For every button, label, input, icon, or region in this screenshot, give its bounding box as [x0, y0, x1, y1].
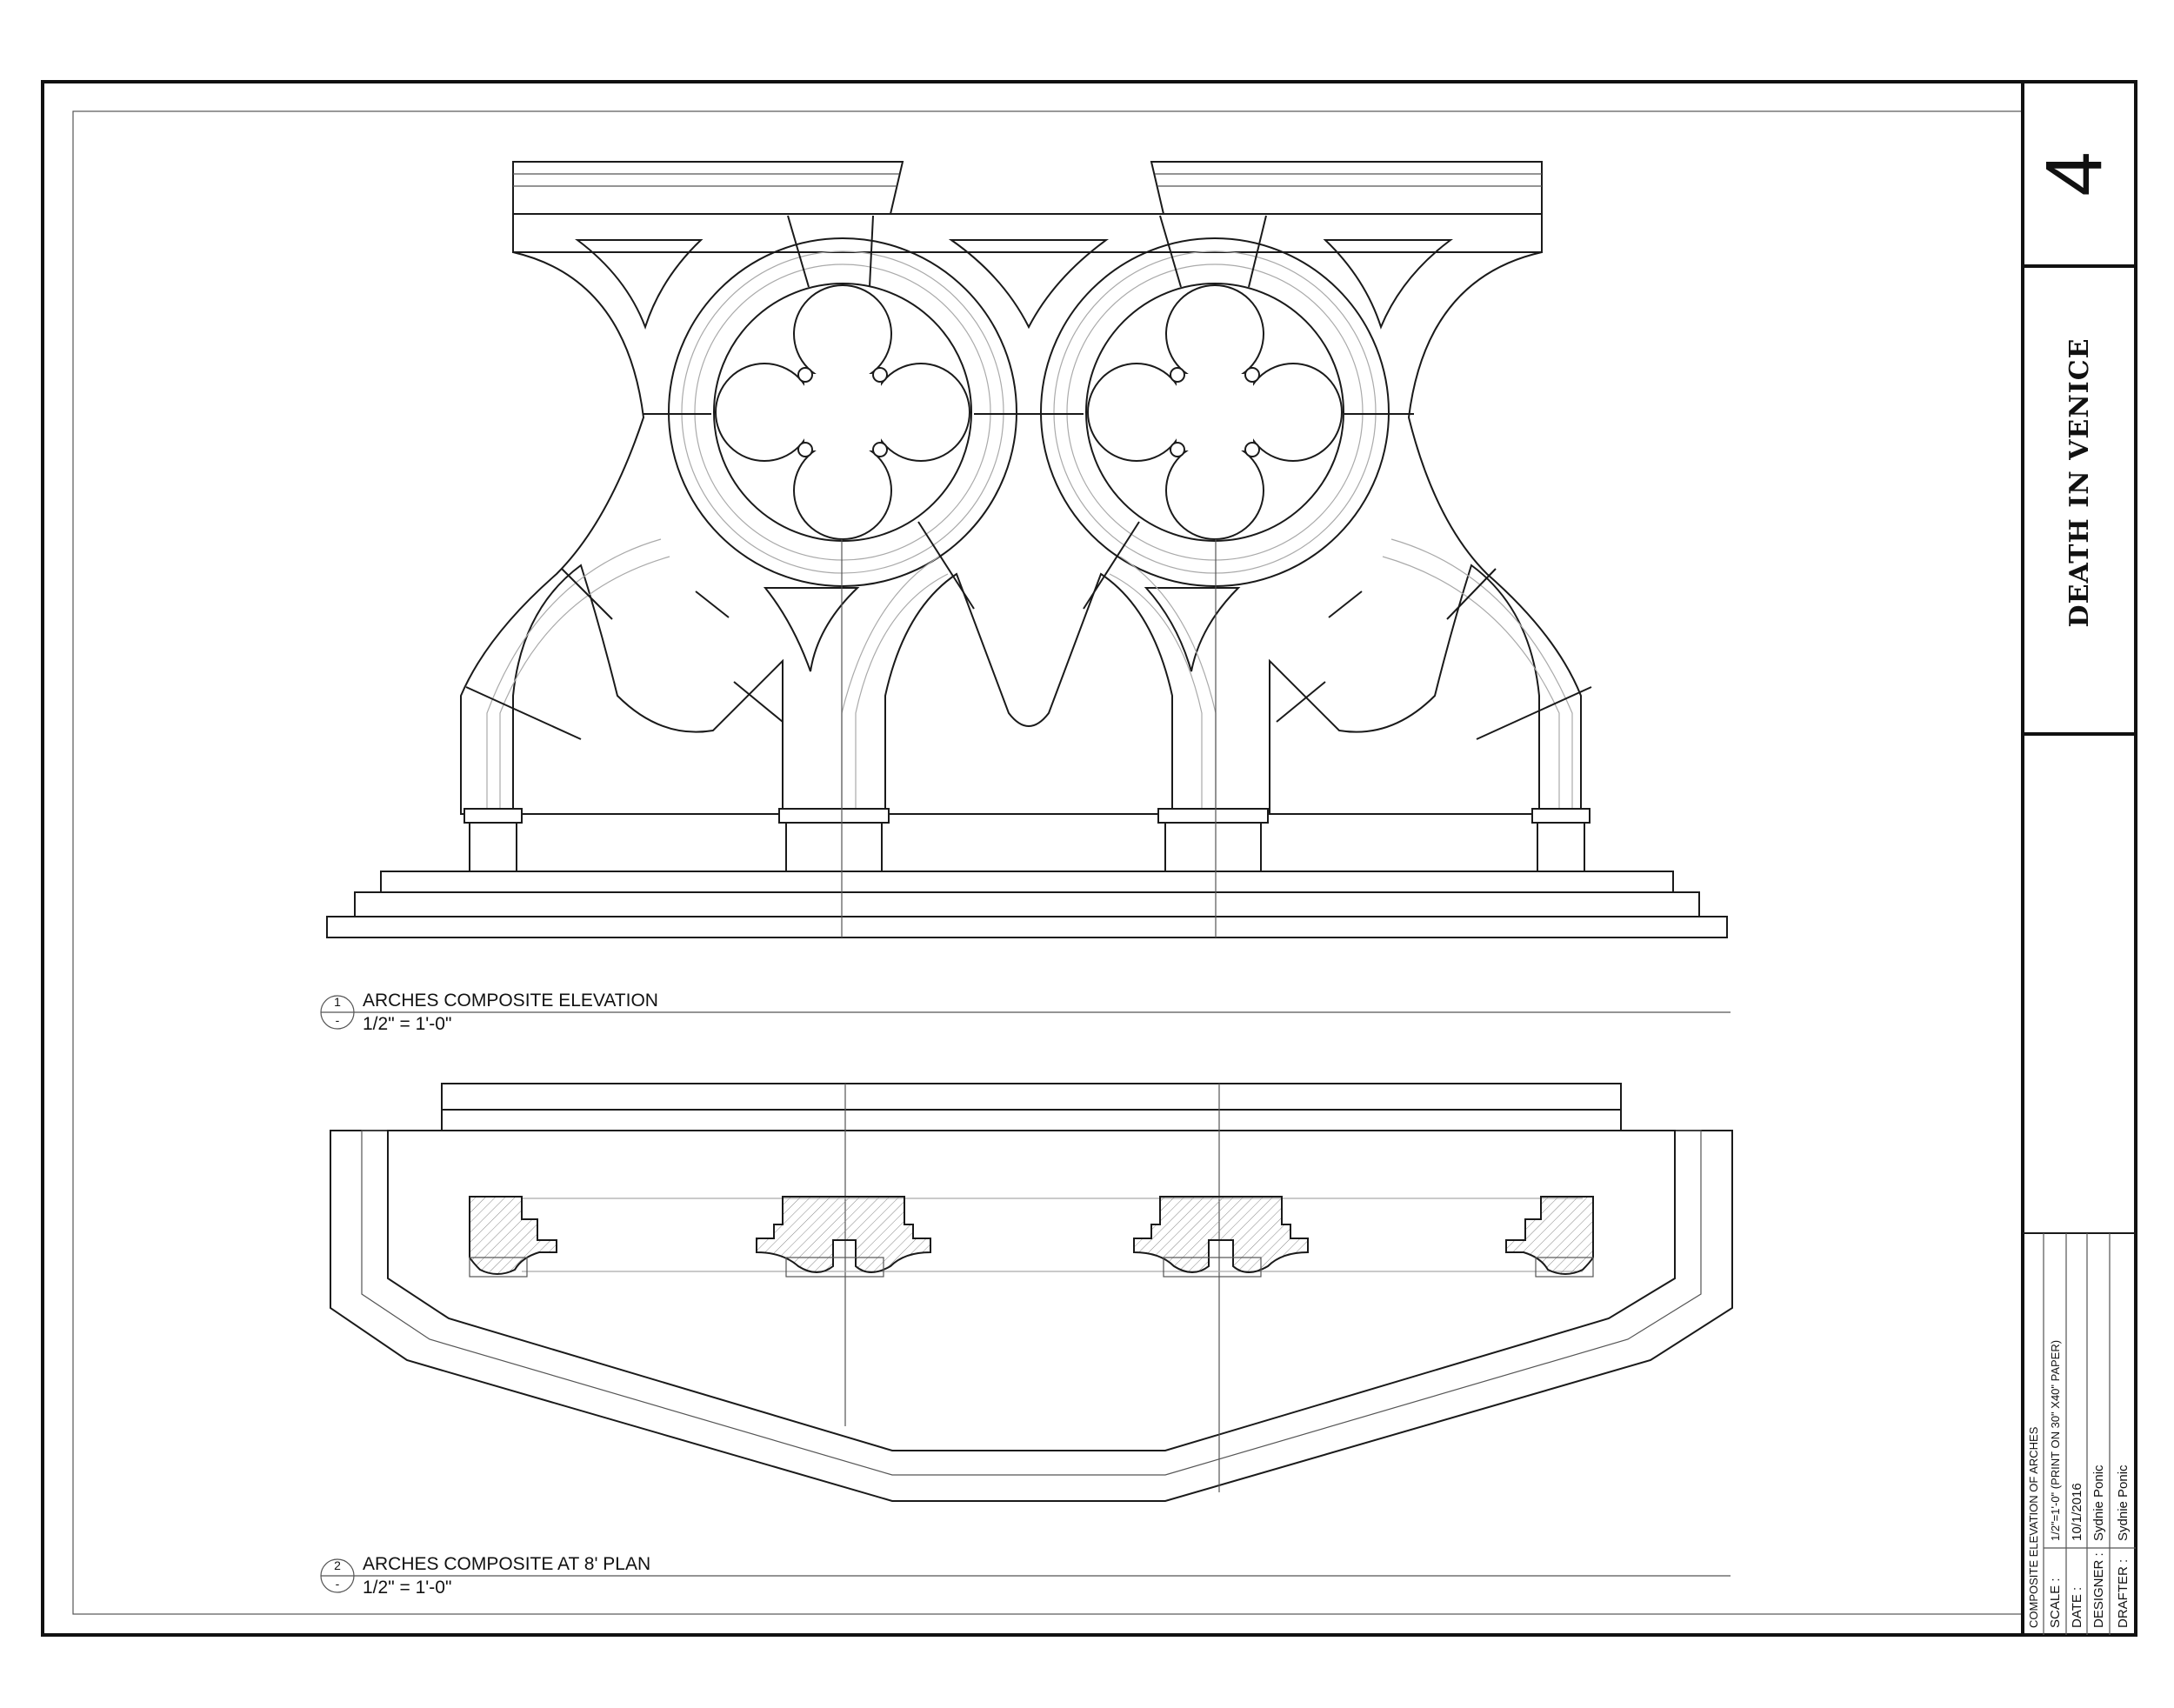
- sheet-number: 4: [2030, 151, 2118, 196]
- column-section-4: [1505, 1196, 1594, 1278]
- lower-arches: [465, 215, 1592, 814]
- view-1-title: ARCHES COMPOSITE ELEVATION: [363, 991, 658, 1011]
- view-1-number: 1: [334, 995, 341, 1009]
- title-block-drafter-value: Sydnie Ponic: [2116, 1464, 2131, 1541]
- title-block-drawing-name: COMPOSITE ELEVATION OF ARCHES: [2027, 1426, 2040, 1628]
- view-1-label: 1 - ARCHES COMPOSITE ELEVATION 1/2" = 1'…: [320, 991, 1731, 1034]
- view-2-label: 2 - ARCHES COMPOSITE AT 8' PLAN 1/2" = 1…: [320, 1554, 1731, 1598]
- column-section-1: [469, 1196, 557, 1278]
- project-title: DEATH IN VENICE: [2064, 338, 2095, 628]
- spandrels: [575, 239, 1453, 672]
- roundel-right: [1040, 237, 1390, 587]
- outer-border: [41, 80, 2137, 1637]
- title-block-scale-value: 1/2"=1'-0" (PRINT ON 30" X40" PAPER): [2049, 1340, 2062, 1541]
- column-capitals: [463, 808, 1590, 872]
- cornice-right: [1150, 161, 1543, 215]
- plan-drawing: [330, 1083, 1733, 1502]
- column-section-2: [756, 1196, 931, 1278]
- view-2-sheet-ref: -: [336, 1577, 340, 1591]
- title-block-designer-label: DESIGNER :: [2091, 1552, 2106, 1628]
- title-block-date-value: 10/1/2016: [2070, 1483, 2084, 1541]
- view-2-scale: 1/2" = 1'-0": [363, 1578, 451, 1598]
- column-section-3: [1133, 1196, 1309, 1278]
- inner-border: [72, 110, 2024, 1615]
- arcade-silhouette: [460, 251, 1582, 815]
- title-block-date-label: DATE :: [2070, 1587, 2084, 1628]
- title-block-drafter-label: DRAFTER :: [2116, 1559, 2131, 1628]
- view-1-scale: 1/2" = 1'-0": [363, 1014, 451, 1034]
- title-block: COMPOSITE ELEVATION OF ARCHES SCALE : 1/…: [2027, 1340, 2131, 1628]
- title-strip: [2021, 82, 2136, 1635]
- view-2-title: ARCHES COMPOSITE AT 8' PLAN: [363, 1554, 650, 1574]
- elevation-drawing: [326, 161, 1728, 938]
- plan-outline: [330, 1130, 1733, 1502]
- frieze-band: [512, 213, 1543, 253]
- title-block-scale-label: SCALE :: [2048, 1578, 2063, 1628]
- quatrefoil-right: [1087, 284, 1343, 540]
- quatrefoil-left: [715, 284, 970, 540]
- roundel-left: [668, 237, 1017, 587]
- cornice-left: [512, 161, 904, 215]
- view-2-number: 2: [334, 1558, 341, 1572]
- view-1-sheet-ref: -: [336, 1013, 340, 1027]
- title-block-designer-value: Sydnie Ponic: [2091, 1464, 2106, 1541]
- stepped-base: [326, 600, 1728, 938]
